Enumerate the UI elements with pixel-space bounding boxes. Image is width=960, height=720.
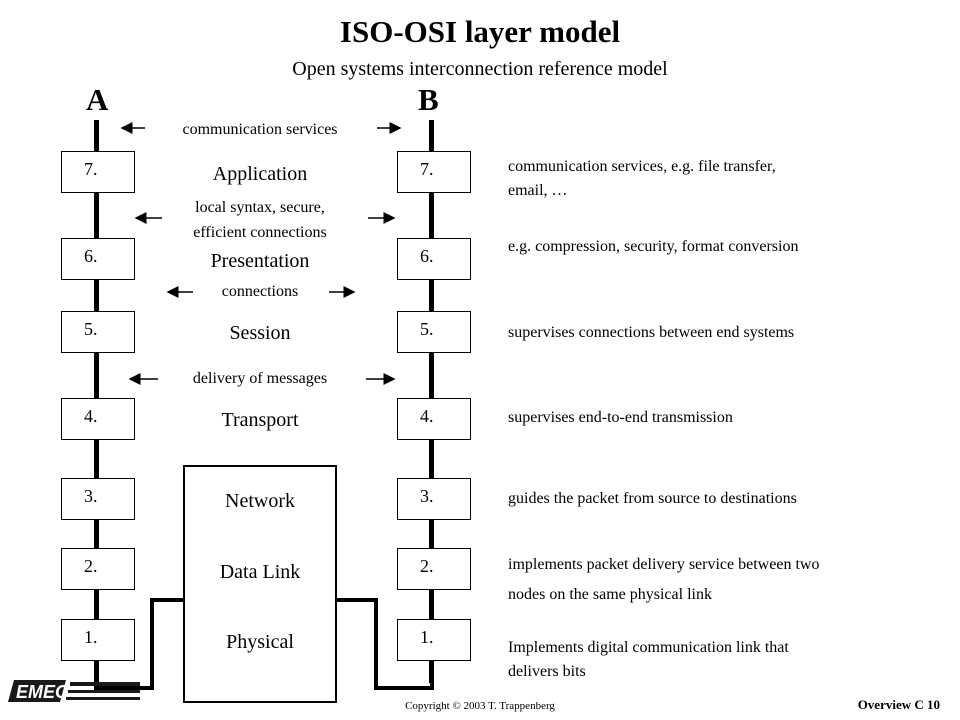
service-local-syntax-1: local syntax, secure,	[195, 199, 325, 216]
layer-box-b-7: 7.	[397, 151, 471, 193]
desc-network: guides the packet from source to destina…	[508, 490, 797, 507]
layer-data-link: Data Link	[219, 561, 301, 583]
physical-link-b	[337, 598, 434, 690]
layer-box-b-4: 4.	[397, 398, 471, 440]
desc-application-1: communication services, e.g. file transf…	[508, 158, 776, 175]
layer-box-a-6: 6.	[61, 238, 135, 280]
desc-data-link-2: nodes on the same physical link	[508, 586, 712, 603]
service-connections: connections	[221, 283, 299, 300]
layer-box-b-6: 6.	[397, 238, 471, 280]
emec-logo: EMEC	[8, 680, 140, 702]
desc-application-2: email, …	[508, 182, 568, 199]
layer-box-a-5: 5.	[61, 311, 135, 353]
desc-data-link-1: implements packet delivery service betwe…	[508, 556, 820, 573]
side-b-label: B	[418, 82, 439, 117]
layer-transport: Transport	[221, 409, 299, 431]
network-node-box	[183, 465, 337, 703]
layer-box-b-1: 1.	[397, 619, 471, 661]
service-delivery: delivery of messages	[192, 370, 328, 387]
layer-presentation: Presentation	[210, 250, 310, 272]
desc-transport: supervises end-to-end transmission	[508, 409, 733, 426]
layer-session: Session	[229, 322, 291, 344]
logo-text: EMEC	[16, 682, 69, 702]
layer-box-a-4: 4.	[61, 398, 135, 440]
page-title: ISO-OSI layer model	[339, 14, 621, 49]
layer-physical: Physical	[226, 631, 294, 653]
layer-box-b-3: 3.	[397, 478, 471, 520]
desc-physical-2: delivers bits	[508, 663, 586, 680]
layer-box-a-3: 3.	[61, 478, 135, 520]
layer-box-b-5: 5.	[397, 311, 471, 353]
layer-box-b-2: 2.	[397, 548, 471, 590]
layer-application: Application	[212, 163, 308, 185]
desc-session: supervises connections between end syste…	[508, 324, 795, 341]
service-local-syntax-2: efficient connections	[193, 224, 327, 241]
copyright-text: Copyright © 2003 T. Trappenberg	[405, 700, 555, 712]
side-a-label: A	[86, 82, 109, 117]
layer-network: Network	[225, 490, 295, 512]
layer-box-a-1: 1.	[61, 619, 135, 661]
slide-overview-label: Overview C 10	[857, 697, 940, 712]
layer-box-a-7: 7.	[61, 151, 135, 193]
service-communication: communication services	[182, 121, 338, 138]
desc-presentation: e.g. compression, security, format conve…	[508, 238, 799, 255]
physical-link-a	[94, 598, 183, 690]
desc-physical-1: Implements digital communication link th…	[508, 639, 789, 656]
page-subtitle: Open systems interconnection reference m…	[292, 58, 668, 80]
layer-box-a-2: 2.	[61, 548, 135, 590]
